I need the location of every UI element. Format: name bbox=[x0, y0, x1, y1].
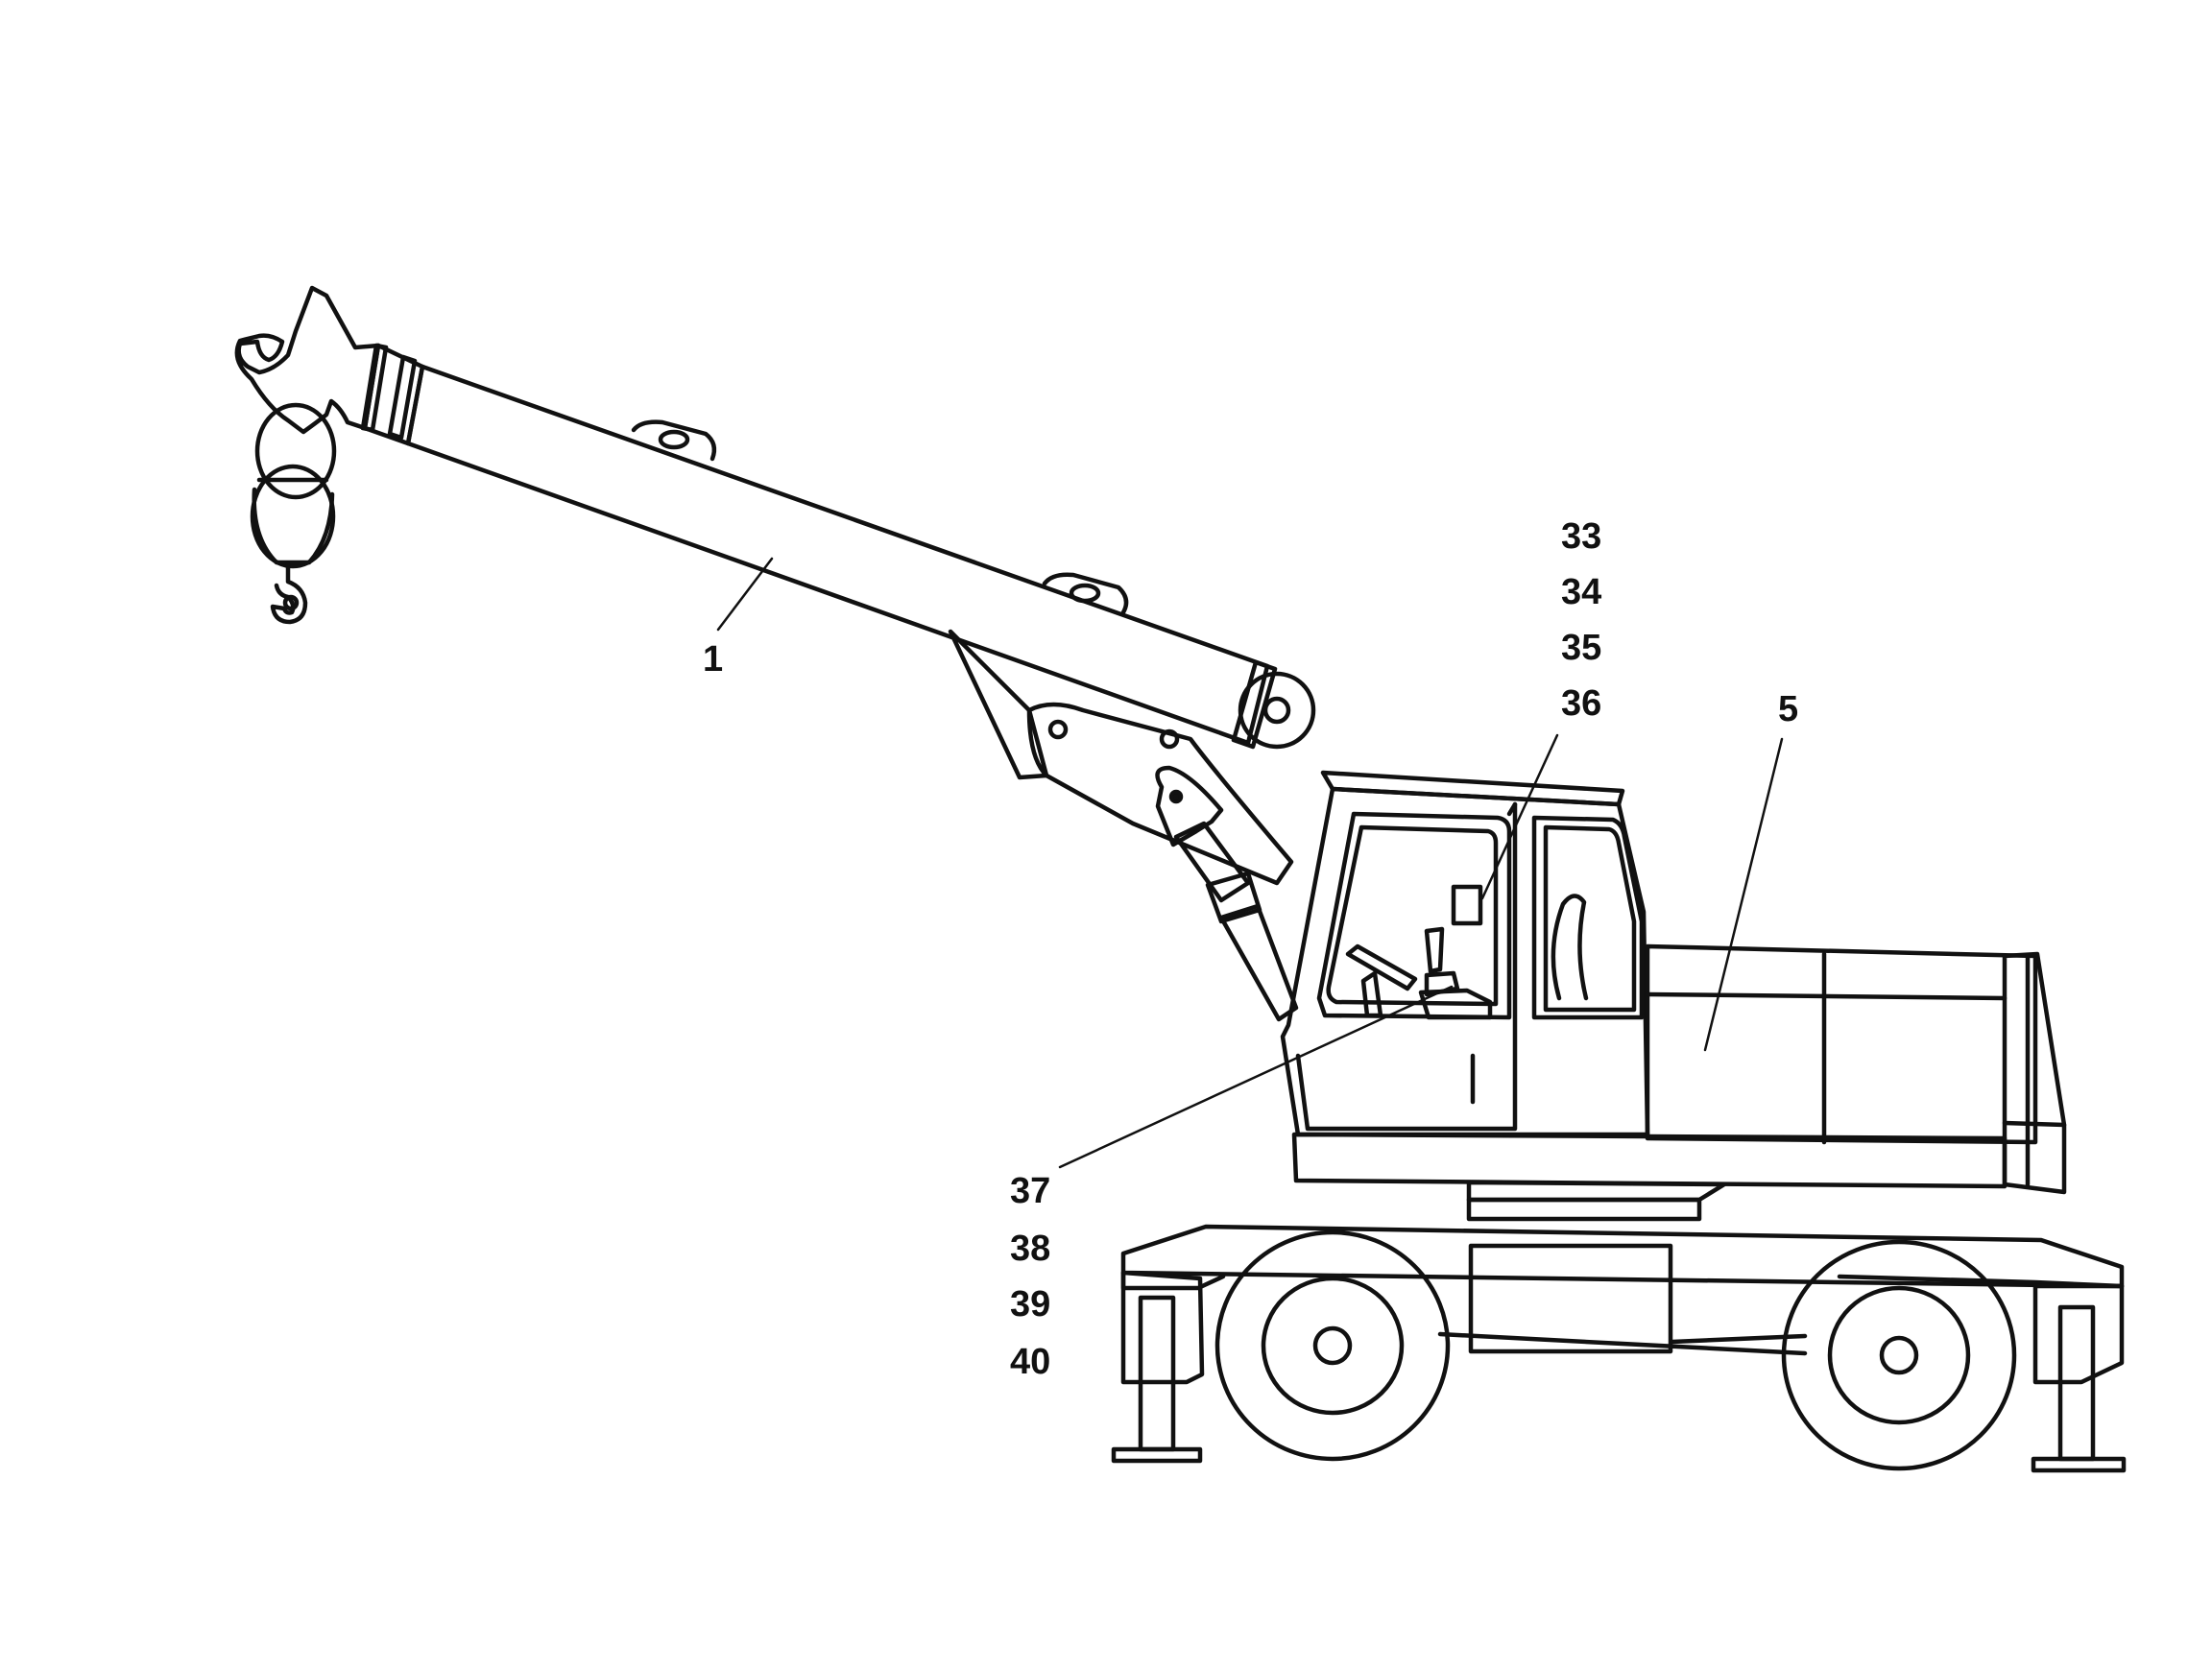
boom-foot-pin-outer bbox=[1238, 671, 1316, 750]
control-lever bbox=[1424, 926, 1445, 974]
carrier bbox=[1111, 1224, 2127, 1473]
luffing-cylinder-barrel bbox=[1218, 903, 1299, 1022]
boom-pad-eye bbox=[1042, 572, 1129, 615]
upper-deck bbox=[1291, 1132, 2008, 1189]
callout-label-38: 38 bbox=[1010, 1229, 1051, 1269]
cab-door-pillar bbox=[1506, 801, 1518, 817]
luffing-cylinder-head bbox=[1155, 765, 1224, 847]
steering-wheel bbox=[1345, 943, 1418, 991]
callout-label-35: 35 bbox=[1561, 628, 1602, 668]
front-rim bbox=[1261, 1276, 1405, 1416]
leader-lines bbox=[716, 557, 1784, 1169]
hook-block-outer bbox=[250, 464, 336, 569]
outrigger-box-right bbox=[2032, 1283, 2125, 1385]
leader-line-1 bbox=[716, 557, 774, 632]
callout-label-36: 36 bbox=[1561, 683, 1602, 724]
callout-label-40: 40 bbox=[1010, 1342, 1051, 1382]
counterweight-line bbox=[2002, 1120, 2067, 1128]
boom-head bbox=[234, 285, 381, 625]
boom bbox=[360, 343, 1316, 750]
cab-rear-window-inner bbox=[1543, 824, 1637, 1013]
front-tire bbox=[1214, 1229, 1451, 1462]
hook-block-body bbox=[252, 487, 335, 565]
callout-label-39: 39 bbox=[1010, 1284, 1051, 1325]
boom-pad-eye-hole bbox=[658, 429, 690, 450]
control-console-base bbox=[1418, 988, 1493, 1020]
luffing-cylinder-pin bbox=[1168, 789, 1184, 804]
outrigger-pad-left bbox=[1111, 1446, 1203, 1464]
chassis-center-box bbox=[1468, 1243, 1673, 1354]
boom-plate-hole bbox=[1047, 719, 1069, 740]
boom-plate-hole bbox=[1159, 728, 1180, 750]
outrigger-jack-left bbox=[1138, 1295, 1176, 1452]
luffing-cylinder-rod bbox=[1173, 821, 1251, 903]
cab-front-window bbox=[1316, 811, 1512, 1020]
operator-seat bbox=[1551, 894, 1589, 1001]
boom-side-plate bbox=[1026, 702, 1294, 886]
boom-tube bbox=[405, 364, 1270, 746]
cab-door bbox=[1295, 801, 1518, 1132]
boom-head-plate bbox=[234, 285, 381, 435]
callout-label-5: 5 bbox=[1778, 689, 1799, 729]
control-console bbox=[1424, 970, 1460, 997]
rear-rim bbox=[1827, 1285, 1971, 1425]
boom-foot-pin-inner bbox=[1262, 696, 1291, 725]
axle bbox=[1670, 1333, 1808, 1345]
hook-sheave bbox=[254, 402, 337, 500]
boom-pad-eye bbox=[631, 419, 717, 462]
cab-rear-window bbox=[1531, 815, 1645, 1020]
cab-roof bbox=[1320, 770, 1625, 807]
leader-line-37-40 bbox=[1058, 985, 1454, 1169]
leader-line-33-36 bbox=[1480, 733, 1559, 900]
outrigger-box-left bbox=[1120, 1270, 1205, 1385]
axle bbox=[1437, 1331, 1808, 1356]
leader-line-5 bbox=[1703, 737, 1784, 1052]
cab-front-window-inner bbox=[1326, 824, 1499, 1007]
cab-body bbox=[1280, 786, 1650, 1137]
callout-label-33: 33 bbox=[1561, 516, 1602, 557]
rear-tire bbox=[1781, 1239, 2017, 1471]
slewing-ring-lower bbox=[1466, 1197, 1702, 1222]
steering-column bbox=[1360, 970, 1383, 1018]
slewing-ring bbox=[1466, 1180, 1727, 1203]
outrigger-pad-right bbox=[2031, 1456, 2127, 1473]
engine-housing bbox=[1645, 943, 2038, 1145]
callout-label-34: 34 bbox=[1561, 572, 1602, 612]
boom-support bbox=[948, 629, 1299, 1022]
instrument-panel bbox=[1451, 884, 1483, 926]
callout-label-1: 1 bbox=[703, 639, 724, 680]
cab bbox=[1280, 770, 1650, 1137]
hook-eye bbox=[282, 594, 300, 611]
callout-label-37: 37 bbox=[1010, 1171, 1051, 1211]
front-hub bbox=[1312, 1325, 1353, 1366]
crane-hook bbox=[270, 561, 308, 625]
rear-hub bbox=[1879, 1335, 1919, 1375]
boom-joint-ring bbox=[387, 354, 418, 441]
chassis-frame bbox=[1120, 1224, 2125, 1289]
superstructure bbox=[1291, 943, 2067, 1222]
boom-pad-eye-hole bbox=[1069, 583, 1101, 604]
